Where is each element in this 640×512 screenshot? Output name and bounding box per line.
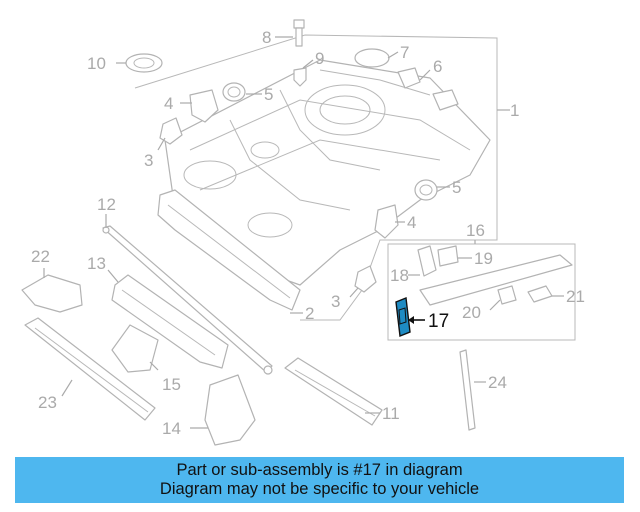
rear-assembly-frame-16 xyxy=(387,243,576,341)
callout-19: 19 xyxy=(474,249,493,268)
plug-part-7 xyxy=(354,48,390,68)
callout-16: 16 xyxy=(466,221,485,240)
floor-pan-callout-frame xyxy=(134,34,498,321)
callout-15: 15 xyxy=(162,375,181,394)
callout-10: 10 xyxy=(87,54,106,73)
rail-inside-assembly-16 xyxy=(419,254,573,306)
bracket-part-6-b xyxy=(432,89,459,111)
bracket-part-21 xyxy=(527,285,553,303)
callout-2: 2 xyxy=(305,304,314,323)
callout-12: 12 xyxy=(97,195,116,214)
callout-20: 20 xyxy=(462,303,481,322)
bracket-part-19 xyxy=(437,245,459,267)
bracket-part-3-lower xyxy=(354,265,377,293)
callout-labels: 1 2 3 3 4 4 5 5 6 7 8 9 10 11 12 13 14 1… xyxy=(31,28,585,438)
parts-diagram: 1 2 3 3 4 4 5 5 6 7 8 9 10 11 12 13 14 1… xyxy=(21,19,585,446)
callout-14: 14 xyxy=(162,419,181,438)
callout-5-upper: 5 xyxy=(264,85,273,104)
plug-part-5-lower xyxy=(414,179,438,201)
callout-4-lower: 4 xyxy=(407,213,416,232)
callout-6: 6 xyxy=(433,57,442,76)
callout-18: 18 xyxy=(390,266,409,285)
highlighted-part-17 xyxy=(395,297,411,337)
callout-11: 11 xyxy=(382,404,400,423)
bracket-part-22 xyxy=(21,274,83,313)
floor-pan-part xyxy=(164,59,491,286)
callout-5-lower: 5 xyxy=(452,178,461,197)
bracket-part-15 xyxy=(111,324,159,373)
callout-13: 13 xyxy=(87,254,106,273)
rail-part-23 xyxy=(24,317,156,421)
brace-part-12 xyxy=(102,225,273,375)
bracket-part-3-upper xyxy=(159,117,183,145)
callout-3-lower: 3 xyxy=(331,292,340,311)
callout-1: 1 xyxy=(510,101,519,120)
callout-24: 24 xyxy=(488,373,507,392)
bracket-part-20 xyxy=(497,285,517,305)
info-banner: Part or sub-assembly is #17 in diagram D… xyxy=(15,457,624,503)
callout-9: 9 xyxy=(315,49,324,68)
callout-3-upper: 3 xyxy=(144,151,153,170)
callout-8: 8 xyxy=(262,28,271,47)
rail-part-11 xyxy=(284,357,383,426)
callout-21: 21 xyxy=(566,287,585,306)
bracket-part-18 xyxy=(417,245,437,277)
banner-line-part-number: Part or sub-assembly is #17 in diagram xyxy=(176,461,463,479)
bracket-part-14 xyxy=(204,374,256,446)
callout-22: 22 xyxy=(31,247,50,266)
callout-23: 23 xyxy=(38,393,57,412)
bracket-part-4-lower xyxy=(374,204,399,239)
bolt-part-8 xyxy=(293,19,305,47)
leader-lines xyxy=(43,36,564,429)
plug-part-5-upper xyxy=(222,82,246,102)
rail-part-13 xyxy=(111,274,229,369)
rod-part-24 xyxy=(459,349,476,431)
callout-17: 17 xyxy=(428,311,449,332)
bracket-part-4-upper xyxy=(189,89,219,123)
callout-7: 7 xyxy=(400,43,409,62)
plug-part-10 xyxy=(125,53,163,73)
crossmember-part-2 xyxy=(157,189,301,311)
bracket-part-6-a xyxy=(397,67,421,89)
callout-4-upper: 4 xyxy=(164,94,173,113)
banner-line-disclaimer: Diagram may not be specific to your vehi… xyxy=(159,480,480,498)
clip-part-9 xyxy=(293,67,307,87)
